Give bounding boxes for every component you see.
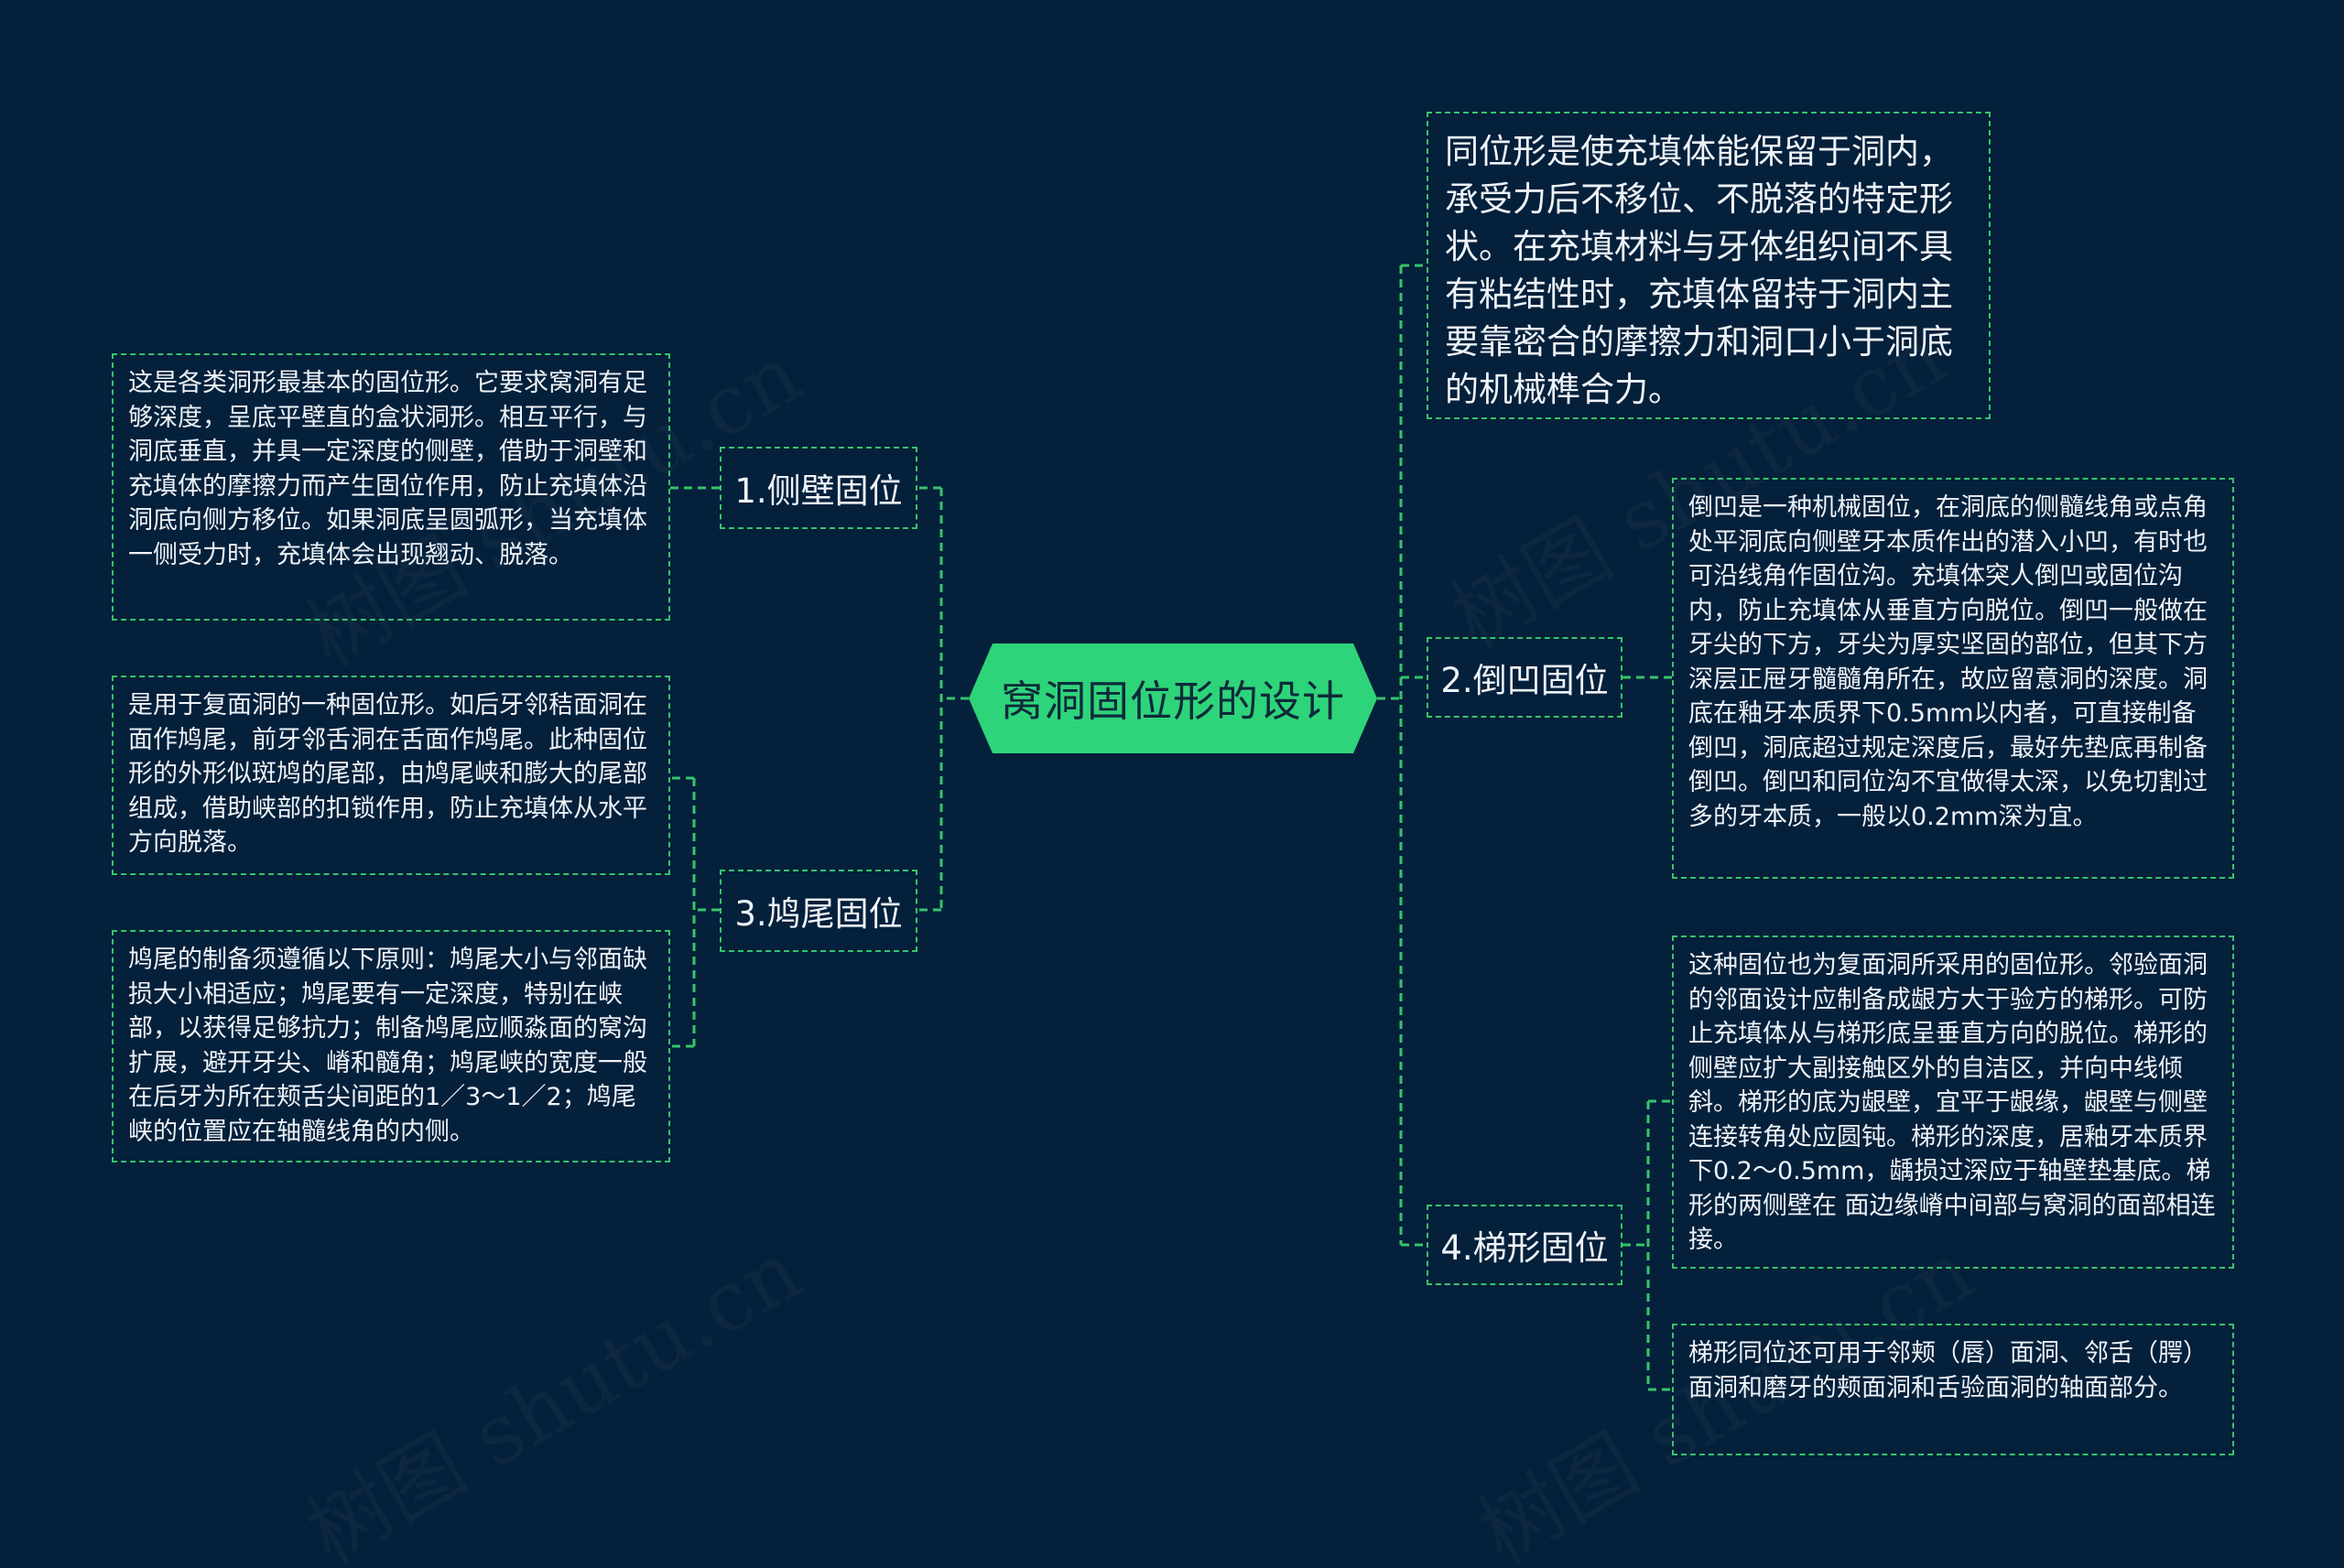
leaf-text: 同位形是使充填体能保留于洞内，承受力后不移位、不脱落的特定形状。在充填材料与牙体… xyxy=(1445,132,1953,409)
leaf-text: 梯形同位还可用于邻颊（唇）面洞、邻舌（腭）面洞和磨牙的颊面洞和舌验面洞的轴面部分… xyxy=(1688,1339,2208,1402)
branch-node-trapezoid[interactable]: 4.梯形固位 xyxy=(1427,1205,1622,1285)
leaf-text: 这种固位也为复面洞所采用的固位形。邻验面洞的邻面设计应制备成龈方大于验方的梯形。… xyxy=(1688,951,2216,1254)
branch-node-dovetail[interactable]: 3.鸠尾固位 xyxy=(720,870,917,952)
leaf-node-trapezoid-2[interactable]: 梯形同位还可用于邻颊（唇）面洞、邻舌（腭）面洞和磨牙的颊面洞和舌验面洞的轴面部分… xyxy=(1672,1324,2234,1455)
leaf-text: 是用于复面洞的一种固位形。如后牙邻秸面洞在面作鸠尾，前牙邻舌洞在舌面作鸠尾。此种… xyxy=(128,691,647,857)
leaf-text: 这是各类洞形最基本的固位形。它要求窝洞有足够深度，呈底平壁直的盒状洞形。相互平行… xyxy=(128,369,647,569)
leaf-node-dovetail-1[interactable]: 是用于复面洞的一种固位形。如后牙邻秸面洞在面作鸠尾，前牙邻舌洞在舌面作鸠尾。此种… xyxy=(112,676,670,875)
leaf-node-trapezoid-1[interactable]: 这种固位也为复面洞所采用的固位形。邻验面洞的邻面设计应制备成龈方大于验方的梯形。… xyxy=(1672,935,2234,1269)
leaf-text: 倒凹是一种机械固位，在洞底的侧髓线角或点角处平洞底向侧壁牙本质作出的潜入小凹，有… xyxy=(1688,493,2208,831)
leaf-node-retention-definition[interactable]: 同位形是使充填体能保留于洞内，承受力后不移位、不脱落的特定形状。在充填材料与牙体… xyxy=(1427,112,1991,419)
leaf-node-side-wall[interactable]: 这是各类洞形最基本的固位形。它要求窝洞有足够深度，呈底平壁直的盒状洞形。相互平行… xyxy=(112,353,670,621)
leaf-node-dovetail-2[interactable]: 鸠尾的制备须遵循以下原则：鸠尾大小与邻面缺损大小相适应；鸠尾要有一定深度，特别在… xyxy=(112,930,670,1162)
branch-node-undercut[interactable]: 2.倒凹固位 xyxy=(1427,637,1622,718)
leaf-text: 鸠尾的制备须遵循以下原则：鸠尾大小与邻面缺损大小相适应；鸠尾要有一定深度，特别在… xyxy=(128,946,647,1146)
leaf-node-undercut[interactable]: 倒凹是一种机械固位，在洞底的侧髓线角或点角处平洞底向侧壁牙本质作出的潜入小凹，有… xyxy=(1672,478,2234,879)
root-node[interactable]: 窝洞固位形的设计 xyxy=(969,643,1377,753)
branch-node-side-wall[interactable]: 1.侧壁固位 xyxy=(720,447,917,529)
